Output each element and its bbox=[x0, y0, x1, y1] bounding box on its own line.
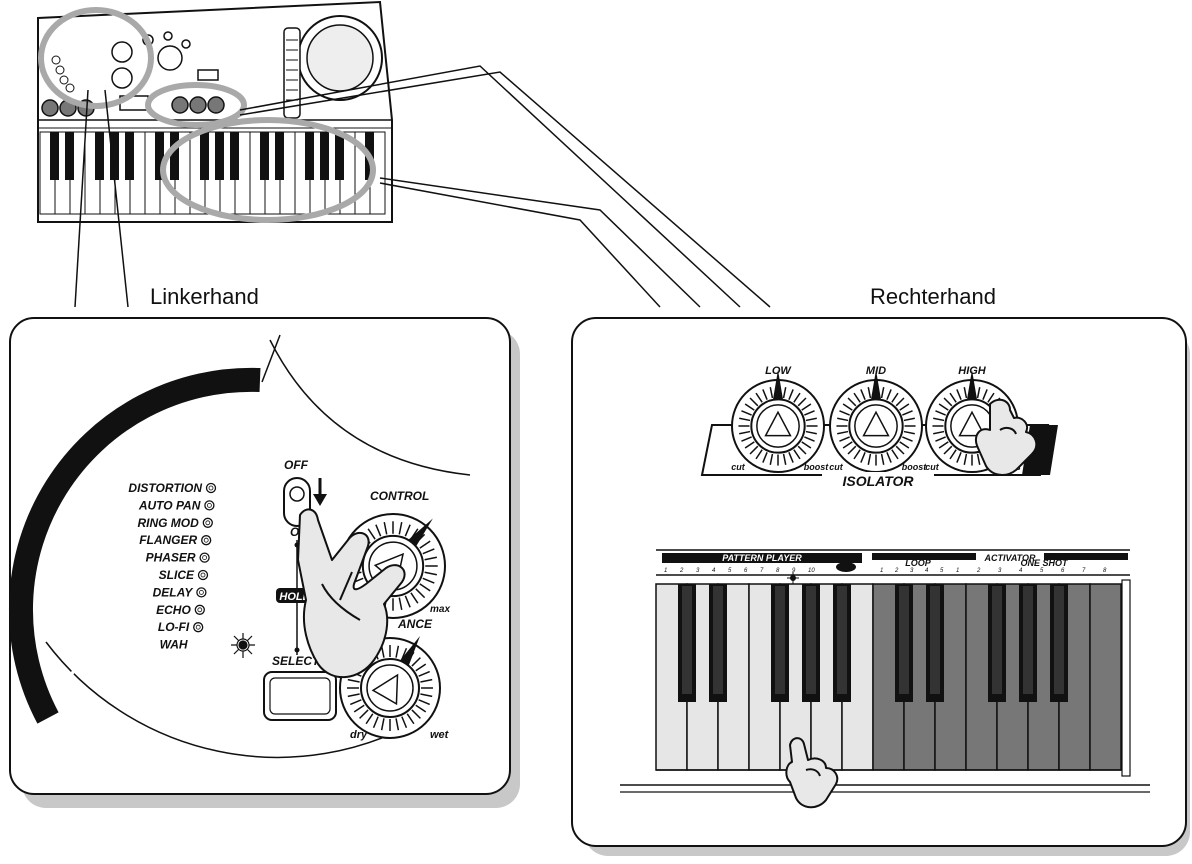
effect-label: DELAY bbox=[153, 585, 194, 599]
overview-black-key bbox=[170, 132, 179, 180]
overview-black-key bbox=[335, 132, 344, 180]
overview-black-key bbox=[50, 132, 59, 180]
isolator-cut-label: cut bbox=[829, 462, 844, 472]
control-label: CONTROL bbox=[370, 489, 429, 503]
effect-label: DISTORTION bbox=[128, 481, 202, 495]
speaker-icon bbox=[298, 16, 382, 100]
isolator-knob-label: HIGH bbox=[958, 365, 987, 377]
pattern-number: 2 bbox=[679, 568, 684, 574]
pattern-player-label: PATTERN PLAYER bbox=[722, 553, 802, 563]
oneshot-number: 1 bbox=[956, 568, 959, 574]
white-key[interactable] bbox=[1090, 584, 1121, 770]
loop-label: LOOP bbox=[905, 558, 931, 568]
control-max-label: max bbox=[430, 604, 450, 615]
loop-number: 1 bbox=[880, 568, 883, 574]
isolator-title: ISOLATOR bbox=[842, 473, 914, 489]
effect-label: ECHO bbox=[156, 603, 191, 617]
isolator-knobs: LOWcutboostMIDcutboostHIGHcutboos bbox=[731, 365, 1021, 472]
keyboard-overview bbox=[38, 2, 392, 222]
effect-label: FLANGER bbox=[139, 533, 197, 547]
one-shot-label: ONE SHOT bbox=[1020, 558, 1069, 568]
pattern-number: 1 bbox=[664, 568, 667, 574]
balance-wet-label: wet bbox=[430, 729, 450, 741]
overview-black-key bbox=[260, 132, 269, 180]
isolator-boost-label: boost bbox=[902, 462, 927, 472]
balance-label: ANCE bbox=[397, 617, 433, 631]
switch-off-label: OFF bbox=[284, 458, 309, 472]
pattern-toggle-icon bbox=[836, 562, 856, 572]
keyboard-strip: PATTERN PLAYER ACTIVATOR LOOP ONE SHOT 1… bbox=[620, 550, 1150, 792]
effect-label: LO-FI bbox=[158, 620, 190, 634]
overview-black-key bbox=[200, 132, 209, 180]
small-knobs-isolator-icon bbox=[172, 97, 224, 113]
caption-left-hand: Linkerhand bbox=[150, 284, 259, 310]
overview-black-key bbox=[230, 132, 239, 180]
balance-dry-label: dry bbox=[350, 729, 368, 741]
overview-black-key bbox=[125, 132, 134, 180]
overview-keys bbox=[40, 132, 385, 214]
effect-label: PHASER bbox=[146, 551, 196, 565]
pattern-number: 10 bbox=[808, 568, 815, 574]
overview-black-key bbox=[320, 132, 329, 180]
caption-right-hand: Rechterhand bbox=[870, 284, 996, 310]
oneshot-number: 2 bbox=[976, 568, 981, 574]
overview-black-key bbox=[65, 132, 74, 180]
effect-label: RING MOD bbox=[137, 516, 199, 530]
isolator-cut-label: cut bbox=[731, 462, 746, 472]
effect-label: AUTO PAN bbox=[138, 498, 201, 512]
pitch-slider-icon bbox=[284, 28, 300, 118]
effect-label: WAH bbox=[160, 638, 188, 652]
right-panel: LOWcutboostMIDcutboostHIGHcutboos ISOLAT… bbox=[572, 318, 1190, 856]
overview-black-key bbox=[95, 132, 104, 180]
loop-number: 2 bbox=[894, 568, 899, 574]
overview-black-key bbox=[305, 132, 314, 180]
isolator-knob-label: MID bbox=[866, 365, 886, 377]
effect-label: SLICE bbox=[159, 568, 195, 582]
overview-black-key bbox=[275, 132, 284, 180]
isolator-boost-label: boost bbox=[804, 462, 829, 472]
overview-black-key bbox=[215, 132, 224, 180]
isolator-cut-label: cut bbox=[925, 462, 940, 472]
keyboard-keys bbox=[656, 584, 1121, 770]
isolator-knob-label: LOW bbox=[765, 365, 792, 377]
